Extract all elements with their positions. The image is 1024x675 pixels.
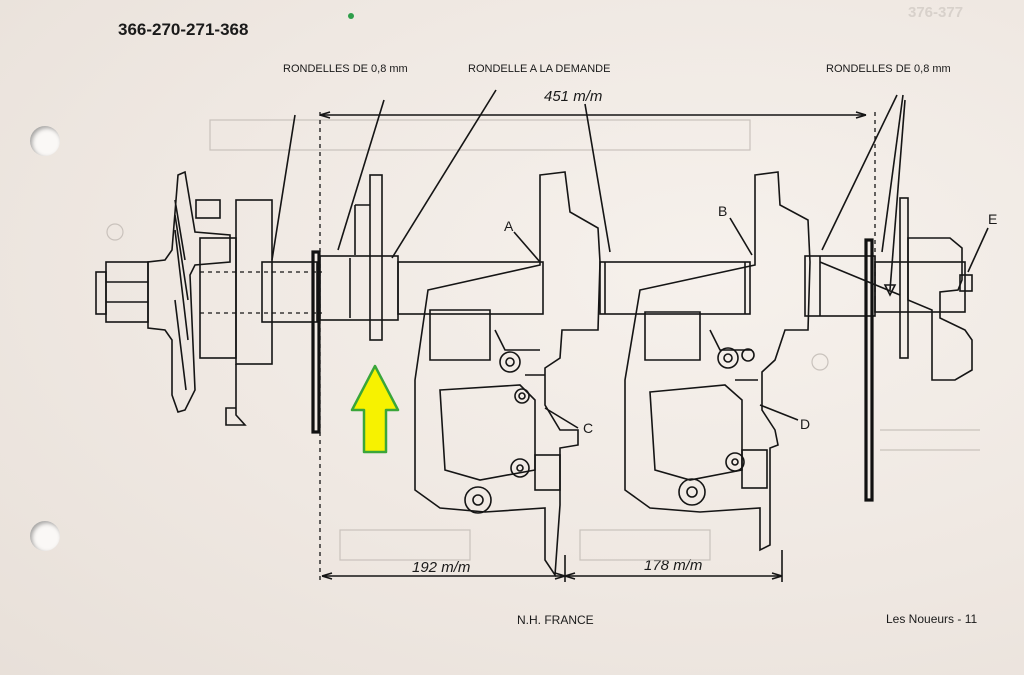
dimension-lines — [319, 111, 876, 582]
punch-hole-bottom — [30, 521, 60, 551]
callout-d: D — [800, 416, 811, 432]
callout-c: C — [583, 420, 594, 436]
green-dot — [348, 13, 354, 19]
label-washer-on-demand: RONDELLE A LA DEMANDE — [468, 63, 611, 75]
main-shaft — [261, 255, 966, 323]
callout-b: B — [718, 203, 728, 219]
label-washers-right: RONDELLES DE 0,8 mm — [826, 63, 951, 75]
footer-page: Les Noueurs - 11 — [886, 612, 978, 626]
ghost-page-number: 376-377 — [908, 4, 964, 21]
leader-lines — [271, 89, 989, 429]
part-numbers-heading: 366-270-271-368 — [118, 20, 249, 39]
dimension-right-span: 178 m/m — [644, 557, 703, 574]
punch-hole-top — [30, 126, 60, 156]
bleed-through-marks — [106, 119, 980, 561]
highlight-arrow-icon — [350, 364, 400, 454]
dimension-left-span: 192 m/m — [412, 559, 471, 576]
callout-e: E — [988, 211, 998, 227]
dimension-overall: 451 m/m — [544, 88, 603, 105]
callout-a: A — [504, 218, 514, 234]
left-pulley — [95, 170, 273, 426]
left-casting — [414, 171, 601, 578]
right-casting — [624, 171, 811, 552]
label-washers-left: RONDELLES DE 0,8 mm — [283, 63, 408, 75]
footer-brand: N.H. FRANCE — [517, 613, 594, 627]
washers — [311, 174, 909, 502]
right-end-bracket — [819, 237, 973, 381]
